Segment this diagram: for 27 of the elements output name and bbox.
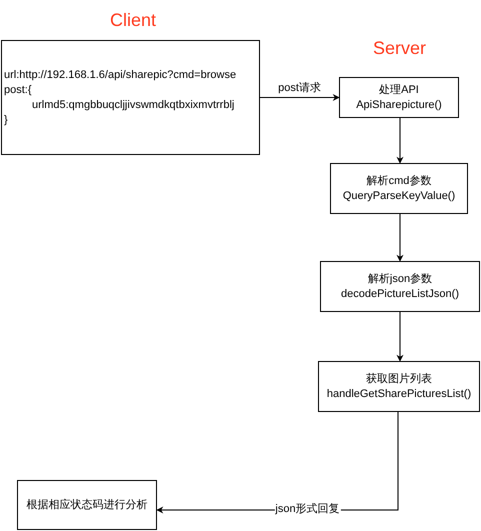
step-title: 解析json参数 (368, 272, 432, 286)
process-box (339, 77, 459, 118)
step-title: 获取图片列表 (366, 372, 432, 386)
section-heading: Server (373, 38, 426, 59)
edge-label: json形式回复 (274, 503, 341, 516)
arrow (260, 94, 340, 101)
code-text: } (4, 112, 8, 128)
function-name: handleGetSharePicturesList() (326, 386, 472, 402)
process-box (320, 261, 480, 312)
process-box (330, 163, 468, 214)
arrow (396, 312, 404, 362)
function-name: ApiSharepicture() (356, 98, 442, 112)
edge-label: post请求 (277, 82, 322, 94)
function-name: QueryParseKeyValue() (342, 188, 456, 204)
step-title: 处理API (379, 82, 419, 98)
section-heading: Client (110, 10, 156, 31)
code-text: post:{ (4, 82, 32, 98)
arrow (396, 118, 404, 164)
step-title: 解析cmd参数 (366, 174, 432, 188)
process-box (318, 361, 480, 412)
arrow (396, 214, 404, 262)
step-title: 根据相应状态码进行分析 (26, 498, 148, 512)
code-text: url:http://192.168.1.6/api/sharepic?cmd=browse (4, 68, 236, 82)
process-box (1, 40, 260, 155)
process-box (17, 480, 157, 530)
function-name: decodePictureListJson() (340, 286, 459, 302)
code-text: urlmd5:qmgbbuqcljjivswmdkqtbxixmvtrrblj (31, 98, 234, 112)
